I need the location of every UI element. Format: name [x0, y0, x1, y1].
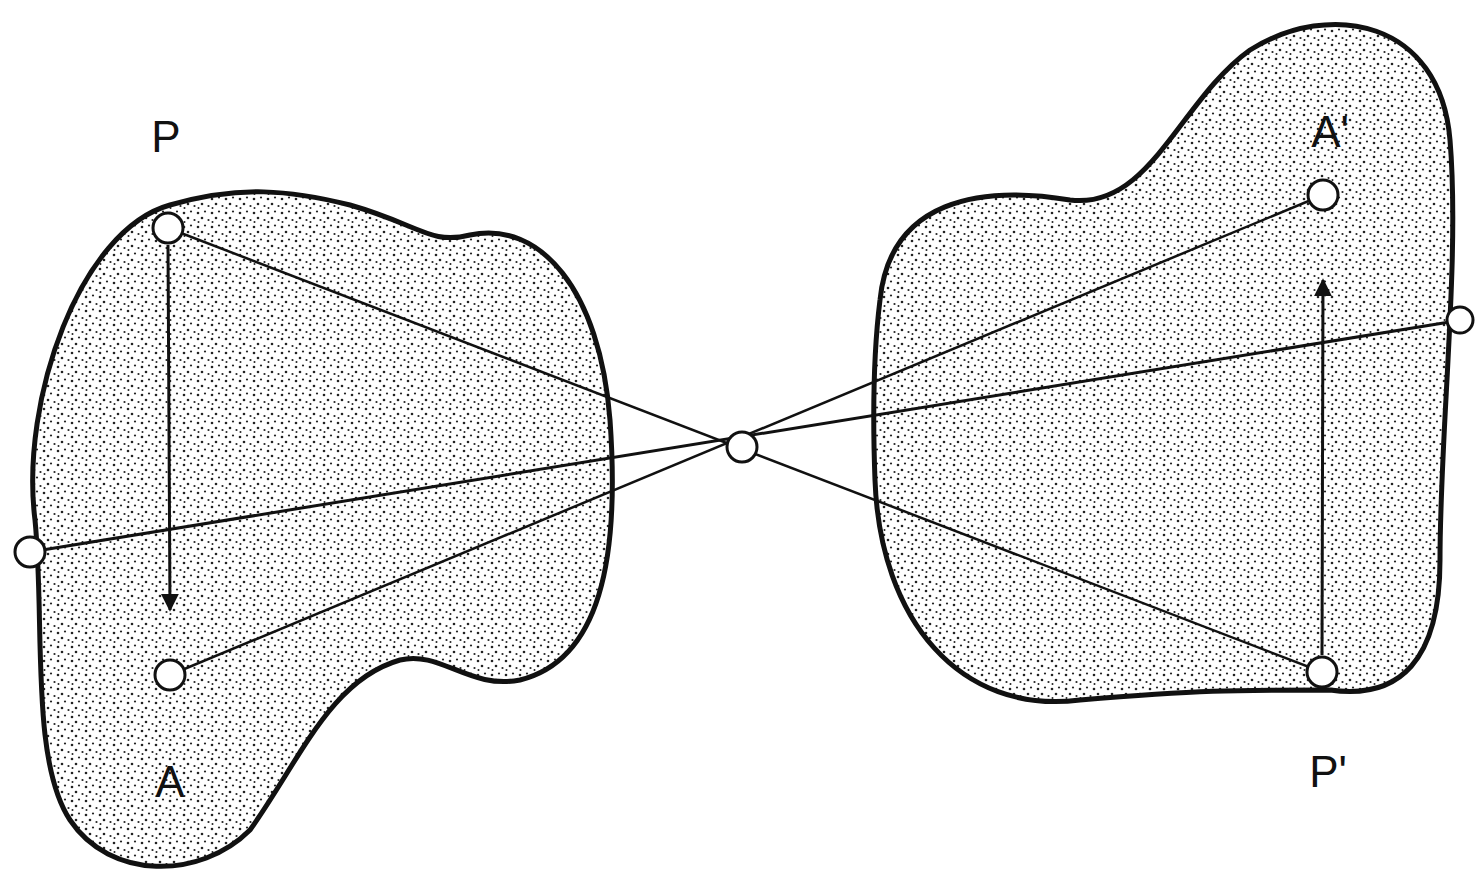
point-label: A — [155, 760, 184, 804]
direction-arrows — [168, 245, 1323, 655]
points — [15, 180, 1473, 690]
left-body — [33, 192, 613, 867]
point-label: P' — [1309, 750, 1347, 794]
right-body — [874, 24, 1453, 701]
point-label: A' — [1311, 110, 1349, 154]
point-label: P — [151, 115, 180, 159]
projection-lines — [30, 195, 1462, 675]
